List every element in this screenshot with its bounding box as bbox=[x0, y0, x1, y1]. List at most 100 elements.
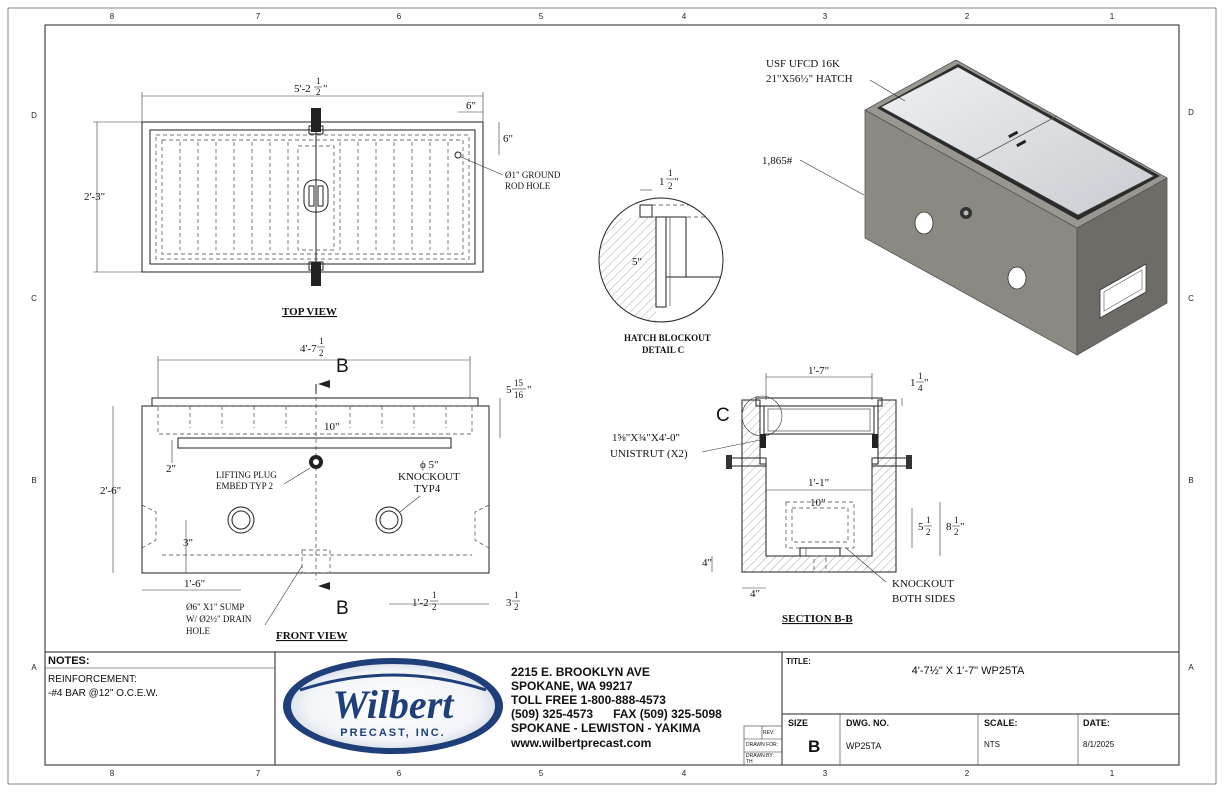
front-dim-2: 2" bbox=[166, 463, 176, 475]
title-label: TITLE: bbox=[786, 657, 811, 666]
address-line-6: www.wilbertprecast.com bbox=[510, 736, 651, 750]
section-bb: C 1'-7" 1 1 4 " 1⅝"X¾"X4'-0" UNISTRUT (X… bbox=[610, 365, 965, 625]
title-block bbox=[45, 651, 1179, 766]
zone-col-label: 1 bbox=[1110, 12, 1115, 21]
drawn-by-label: DRAWN BY: bbox=[746, 753, 774, 759]
zone-col-label: 4 bbox=[682, 12, 687, 21]
zone-rows-right: D C B A bbox=[1188, 108, 1194, 672]
section-dim-10: 10" bbox=[810, 497, 826, 509]
zone-columns-top: 8 7 6 5 4 3 2 1 bbox=[110, 12, 1115, 21]
section-dim-4b: 4" bbox=[750, 588, 760, 600]
zone-col-label: 2 bbox=[965, 12, 970, 21]
front-dim-3: 3" bbox=[183, 537, 193, 549]
front-top-frac-den: 16 bbox=[514, 390, 524, 400]
section-marker-top: B bbox=[336, 356, 349, 377]
section-dim-5-5: 5 bbox=[918, 521, 924, 533]
zone-col-label: 1 bbox=[1110, 769, 1115, 778]
outer-border bbox=[7, 7, 1217, 785]
top-offset-6b: 6" bbox=[503, 133, 513, 145]
front-dim-3-5: 3 bbox=[506, 597, 512, 609]
zone-row-label: D bbox=[1188, 108, 1194, 117]
section-knockout-2: BOTH SIDES bbox=[892, 593, 955, 605]
address-line-4: (509) 325-4573 FAX (509) 325-5098 bbox=[511, 707, 722, 721]
svg-text:": " bbox=[674, 176, 679, 188]
knockout-label-2: KNOCKOUT bbox=[398, 471, 460, 483]
address-line-3: TOLL FREE 1-800-888-4573 bbox=[511, 693, 666, 707]
scale-value: NTS bbox=[984, 740, 1000, 749]
section-dim-1-7: 1'-7" bbox=[808, 365, 829, 377]
front-top-dim: 5 bbox=[506, 384, 512, 396]
front-view-title: FRONT VIEW bbox=[276, 630, 347, 642]
svg-text:": " bbox=[323, 83, 328, 95]
zone-col-label: 7 bbox=[256, 769, 261, 778]
notes-line-2: -#4 BAR @12" O.C.E.W. bbox=[48, 688, 158, 699]
front-length-frac-den: 2 bbox=[319, 348, 324, 358]
unistrut-label-1: 1⅝"X¾"X4'-0" bbox=[612, 432, 680, 444]
address-line-2: SPOKANE, WA 99217 bbox=[511, 679, 633, 693]
front-length-dim: 4'-7 bbox=[300, 343, 317, 355]
section-dim-5-5-num: 1 bbox=[926, 515, 931, 525]
zone-col-label: 2 bbox=[965, 769, 970, 778]
detail-c-top-dim: 1 bbox=[659, 176, 665, 188]
detail-c-top-num: 1 bbox=[668, 168, 673, 178]
zone-col-label: 7 bbox=[256, 12, 261, 21]
zone-col-label: 6 bbox=[397, 12, 402, 21]
date-label: DATE: bbox=[1083, 718, 1110, 728]
address-line-1: 2215 E. BROOKLYN AVE bbox=[511, 665, 650, 679]
section-marker-bottom: B bbox=[336, 598, 349, 619]
zone-col-label: 8 bbox=[110, 769, 115, 778]
front-dim-3-5-num: 1 bbox=[514, 590, 519, 600]
sump-label-3: HOLE bbox=[186, 626, 210, 636]
svg-text:": " bbox=[924, 377, 929, 389]
zone-columns-bottom: 8 7 6 5 4 3 2 1 bbox=[110, 769, 1115, 778]
title-value: 4'-7½" X 1'-7" WP25TA bbox=[912, 665, 1025, 677]
front-height-dim: 2'-6" bbox=[100, 485, 121, 497]
logo-subtitle: PRECAST, INC. bbox=[340, 727, 445, 739]
knockout-label-1: ϕ 5" bbox=[420, 459, 439, 471]
company-logo: Wilbert PRECAST, INC. bbox=[283, 658, 503, 754]
front-length-frac-num: 1 bbox=[319, 336, 324, 346]
iso-weight: 1,865# bbox=[762, 155, 793, 167]
sump-label-1: Ø6" X1" SUMP bbox=[186, 602, 244, 612]
iso-hatch-label-1: USF UFCD 16K bbox=[766, 58, 840, 70]
top-offset-6a: 6" bbox=[466, 100, 476, 112]
zone-col-label: 5 bbox=[539, 12, 544, 21]
dwg-no-value: WP25TA bbox=[846, 741, 881, 751]
section-dim-4a: 4" bbox=[702, 557, 712, 569]
unistrut-label-2: UNISTRUT (X2) bbox=[610, 448, 688, 460]
zone-row-label: A bbox=[31, 663, 37, 672]
notes-line-1: REINFORCEMENT: bbox=[48, 674, 137, 685]
front-top-frac-num: 15 bbox=[514, 378, 524, 388]
detail-c-title-2: DETAIL C bbox=[642, 345, 684, 355]
zone-col-label: 3 bbox=[823, 12, 828, 21]
section-dim-8-5-num: 1 bbox=[954, 515, 959, 525]
top-length-frac-den: 2 bbox=[316, 87, 321, 97]
inner-border bbox=[44, 24, 1180, 766]
detail-c-5: 5" bbox=[632, 256, 642, 268]
lifting-plug-label-2: EMBED TYP 2 bbox=[216, 481, 273, 491]
address-line-5: SPOKANE - LEWISTON - YAKIMA bbox=[511, 721, 701, 735]
section-dim-1-1-4-den: 4 bbox=[918, 383, 923, 393]
section-dim-8-5: 8 bbox=[946, 521, 952, 533]
scale-label: SCALE: bbox=[984, 718, 1018, 728]
size-label: SIZE bbox=[788, 718, 808, 728]
detail-c: 1 1 2 " 5" HATCH BLOCKOUT DETAIL C bbox=[598, 168, 724, 355]
front-dim-1-2: 1'-2 bbox=[412, 597, 429, 609]
top-view: 5'-2 1 2 " 2'-3" 6" 6" Ø1" GROUND ROD HO… bbox=[84, 76, 561, 318]
notes-heading: NOTES: bbox=[48, 655, 90, 667]
zone-col-label: 8 bbox=[110, 12, 115, 21]
ground-rod-label-2: ROD HOLE bbox=[505, 181, 551, 191]
top-length-dim: 5'-2 bbox=[294, 83, 311, 95]
drawn-for-label: DRAWN FOR: bbox=[746, 742, 778, 748]
size-value: B bbox=[808, 737, 820, 756]
section-knockout-1: KNOCKOUT bbox=[892, 578, 954, 590]
section-dim-5-5-den: 2 bbox=[926, 527, 931, 537]
top-length-frac-num: 1 bbox=[316, 76, 321, 86]
sump-label-2: W/ Ø2½" DRAIN bbox=[186, 614, 252, 624]
front-view: B B 4'-7 1 2 5 15 16 " 2'-6" 2" 10" LIFT… bbox=[100, 336, 532, 642]
front-dim-3-5-den: 2 bbox=[514, 602, 519, 612]
top-width-dim: 2'-3" bbox=[84, 191, 105, 203]
ground-rod-label-1: Ø1" GROUND bbox=[505, 170, 561, 180]
front-dim-1-2-num: 1 bbox=[432, 590, 437, 600]
